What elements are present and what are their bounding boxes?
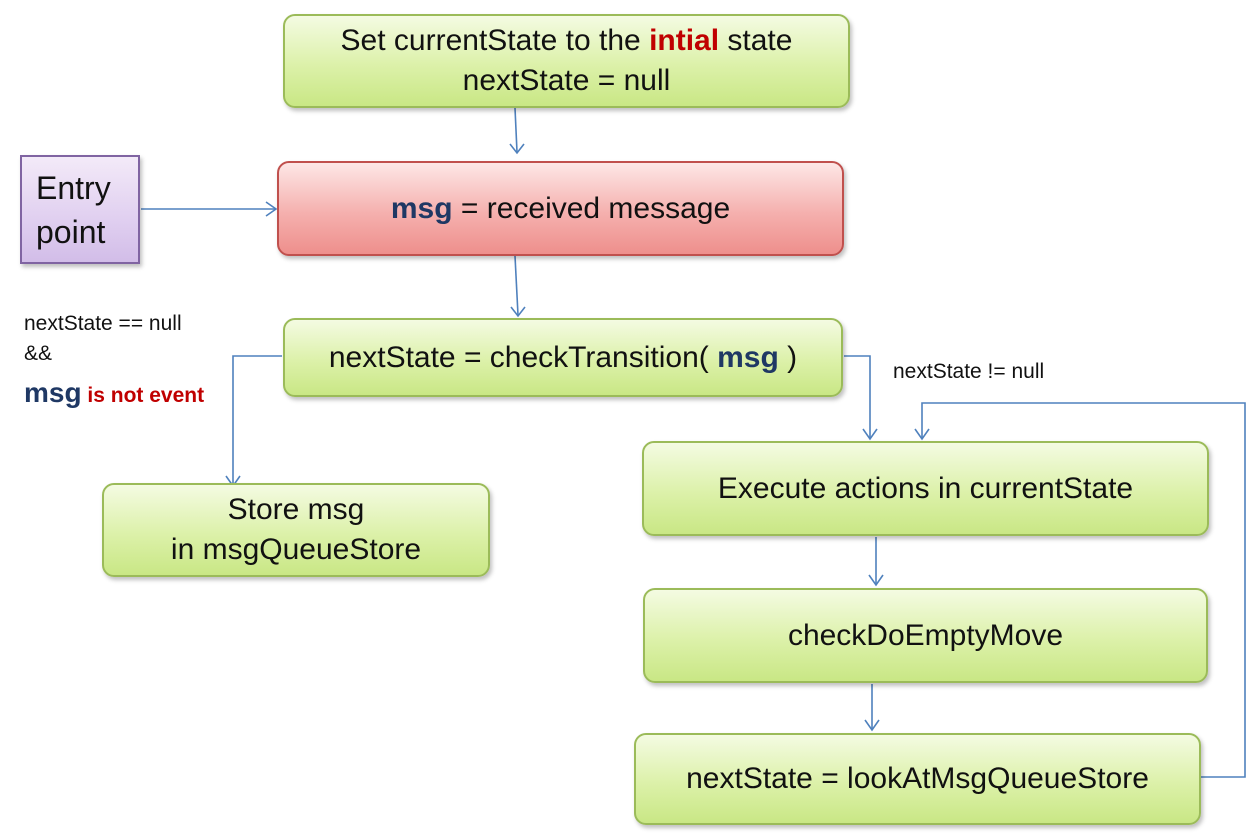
- look-at-queue-box: nextState = lookAtMsgQueueStore: [634, 733, 1201, 825]
- arrow-check-to-store: [232, 355, 282, 485]
- arrowhead: [914, 428, 930, 441]
- check-suffix: ): [778, 340, 798, 374]
- init-state-box: Set currentState to the intial state nex…: [283, 14, 850, 108]
- receive-line: msg = received message: [391, 189, 730, 229]
- receive-text: = received message: [452, 191, 731, 225]
- init-line-2: nextState = null: [462, 64, 671, 97]
- execute-text: Execute actions in currentState: [717, 471, 1134, 505]
- msg-var: msg: [717, 340, 779, 374]
- init-line-1-prefix: Set currentState to the: [340, 24, 650, 57]
- empty-text: checkDoEmptyMove: [787, 618, 1064, 652]
- arrow-loop-back: [921, 402, 1246, 778]
- msg-var: msg: [390, 191, 453, 225]
- arrowhead: [868, 574, 884, 587]
- condition-right: nextState != null: [893, 360, 1045, 383]
- receive-message-box: msg = received message: [277, 161, 844, 256]
- check-empty-move-box: checkDoEmptyMove: [643, 588, 1208, 683]
- arrowhead: [864, 719, 880, 732]
- msg-var: msg: [24, 377, 82, 408]
- arrow-receive-to-check: [514, 255, 519, 316]
- lookat-text: nextState = lookAtMsgQueueStore: [686, 762, 1149, 795]
- check-transition-box: nextState = checkTransition( msg ): [283, 318, 843, 397]
- arrowhead: [510, 306, 526, 318]
- execute-actions-box: Execute actions in currentState: [642, 441, 1209, 536]
- store-line-1: Store msg: [227, 493, 365, 526]
- arrow-init-to-receive: [514, 107, 518, 153]
- entry-line-2: point: [36, 213, 106, 250]
- condition-left-line-3: msg is not event: [24, 376, 204, 413]
- arrowhead: [509, 143, 525, 155]
- store-line-2: in msgQueueStore: [170, 533, 422, 566]
- entry-point-box: Entry point: [20, 155, 140, 264]
- entry-line-1: Entry: [36, 169, 111, 206]
- condition-left-suffix: is not event: [81, 384, 205, 407]
- store-msg-box: Store msg in msgQueueStore: [102, 483, 490, 577]
- arrowhead: [862, 428, 878, 441]
- init-line-1-suffix: state: [719, 24, 793, 57]
- arrow-check-to-execute: [844, 355, 871, 438]
- arrowhead: [265, 201, 278, 217]
- check-prefix: nextState = checkTransition(: [328, 340, 718, 374]
- condition-left-line-1: nextState == null: [24, 312, 182, 335]
- initial-keyword: intial: [649, 24, 720, 57]
- init-line-1: Set currentState to the intial state: [341, 21, 793, 61]
- check-line: nextState = checkTransition( msg ): [329, 338, 797, 378]
- condition-left: nextState == null && msg is not event: [24, 310, 204, 413]
- condition-left-line-2: &&: [24, 342, 53, 365]
